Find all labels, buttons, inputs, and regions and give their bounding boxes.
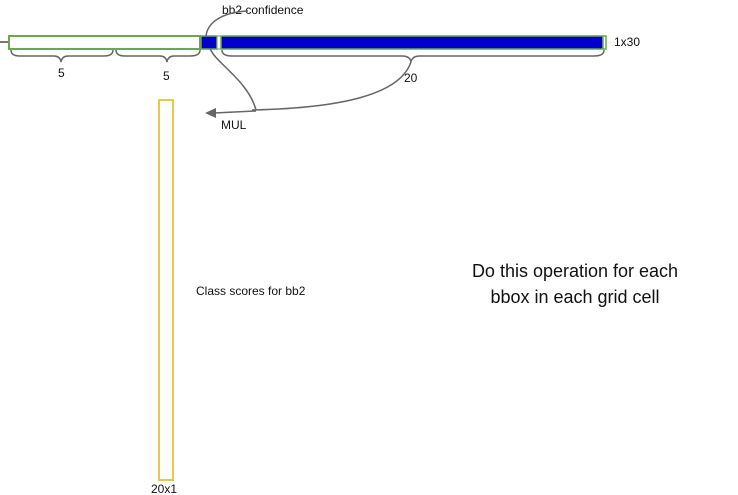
bb2-confidence-cell bbox=[200, 35, 218, 50]
bb2-confidence-connector bbox=[205, 10, 249, 37]
brace-first-label: 5 bbox=[58, 66, 65, 80]
brace-first-bbox bbox=[10, 49, 114, 63]
confidence-curve bbox=[209, 47, 257, 111]
mul-arrow-head bbox=[205, 108, 216, 118]
bb2-confidence-label: bb2 confidence bbox=[222, 3, 304, 17]
vertical-dims-label: 20x1 bbox=[151, 482, 177, 495]
class-scores-segment bbox=[220, 35, 604, 50]
vector-bbox-section bbox=[8, 35, 201, 50]
note-line-2: bbox in each grid cell bbox=[490, 287, 659, 307]
brace-second-bbox bbox=[115, 49, 201, 63]
mul-label: MUL bbox=[221, 118, 247, 132]
vector-dims-label: 1x30 bbox=[614, 35, 640, 49]
note-line-1: Do this operation for each bbox=[472, 261, 678, 281]
mul-arrow-line bbox=[213, 110, 257, 114]
class-scores-label: Class scores for bb2 bbox=[196, 284, 306, 298]
brace-classes-label: 20 bbox=[404, 71, 418, 85]
vector-end-cap bbox=[602, 35, 607, 50]
brace-class-scores bbox=[221, 49, 605, 63]
class-scores-vertical-vector bbox=[158, 99, 174, 481]
brace-second-label: 5 bbox=[163, 69, 170, 83]
class-scores-curve bbox=[251, 61, 412, 111]
